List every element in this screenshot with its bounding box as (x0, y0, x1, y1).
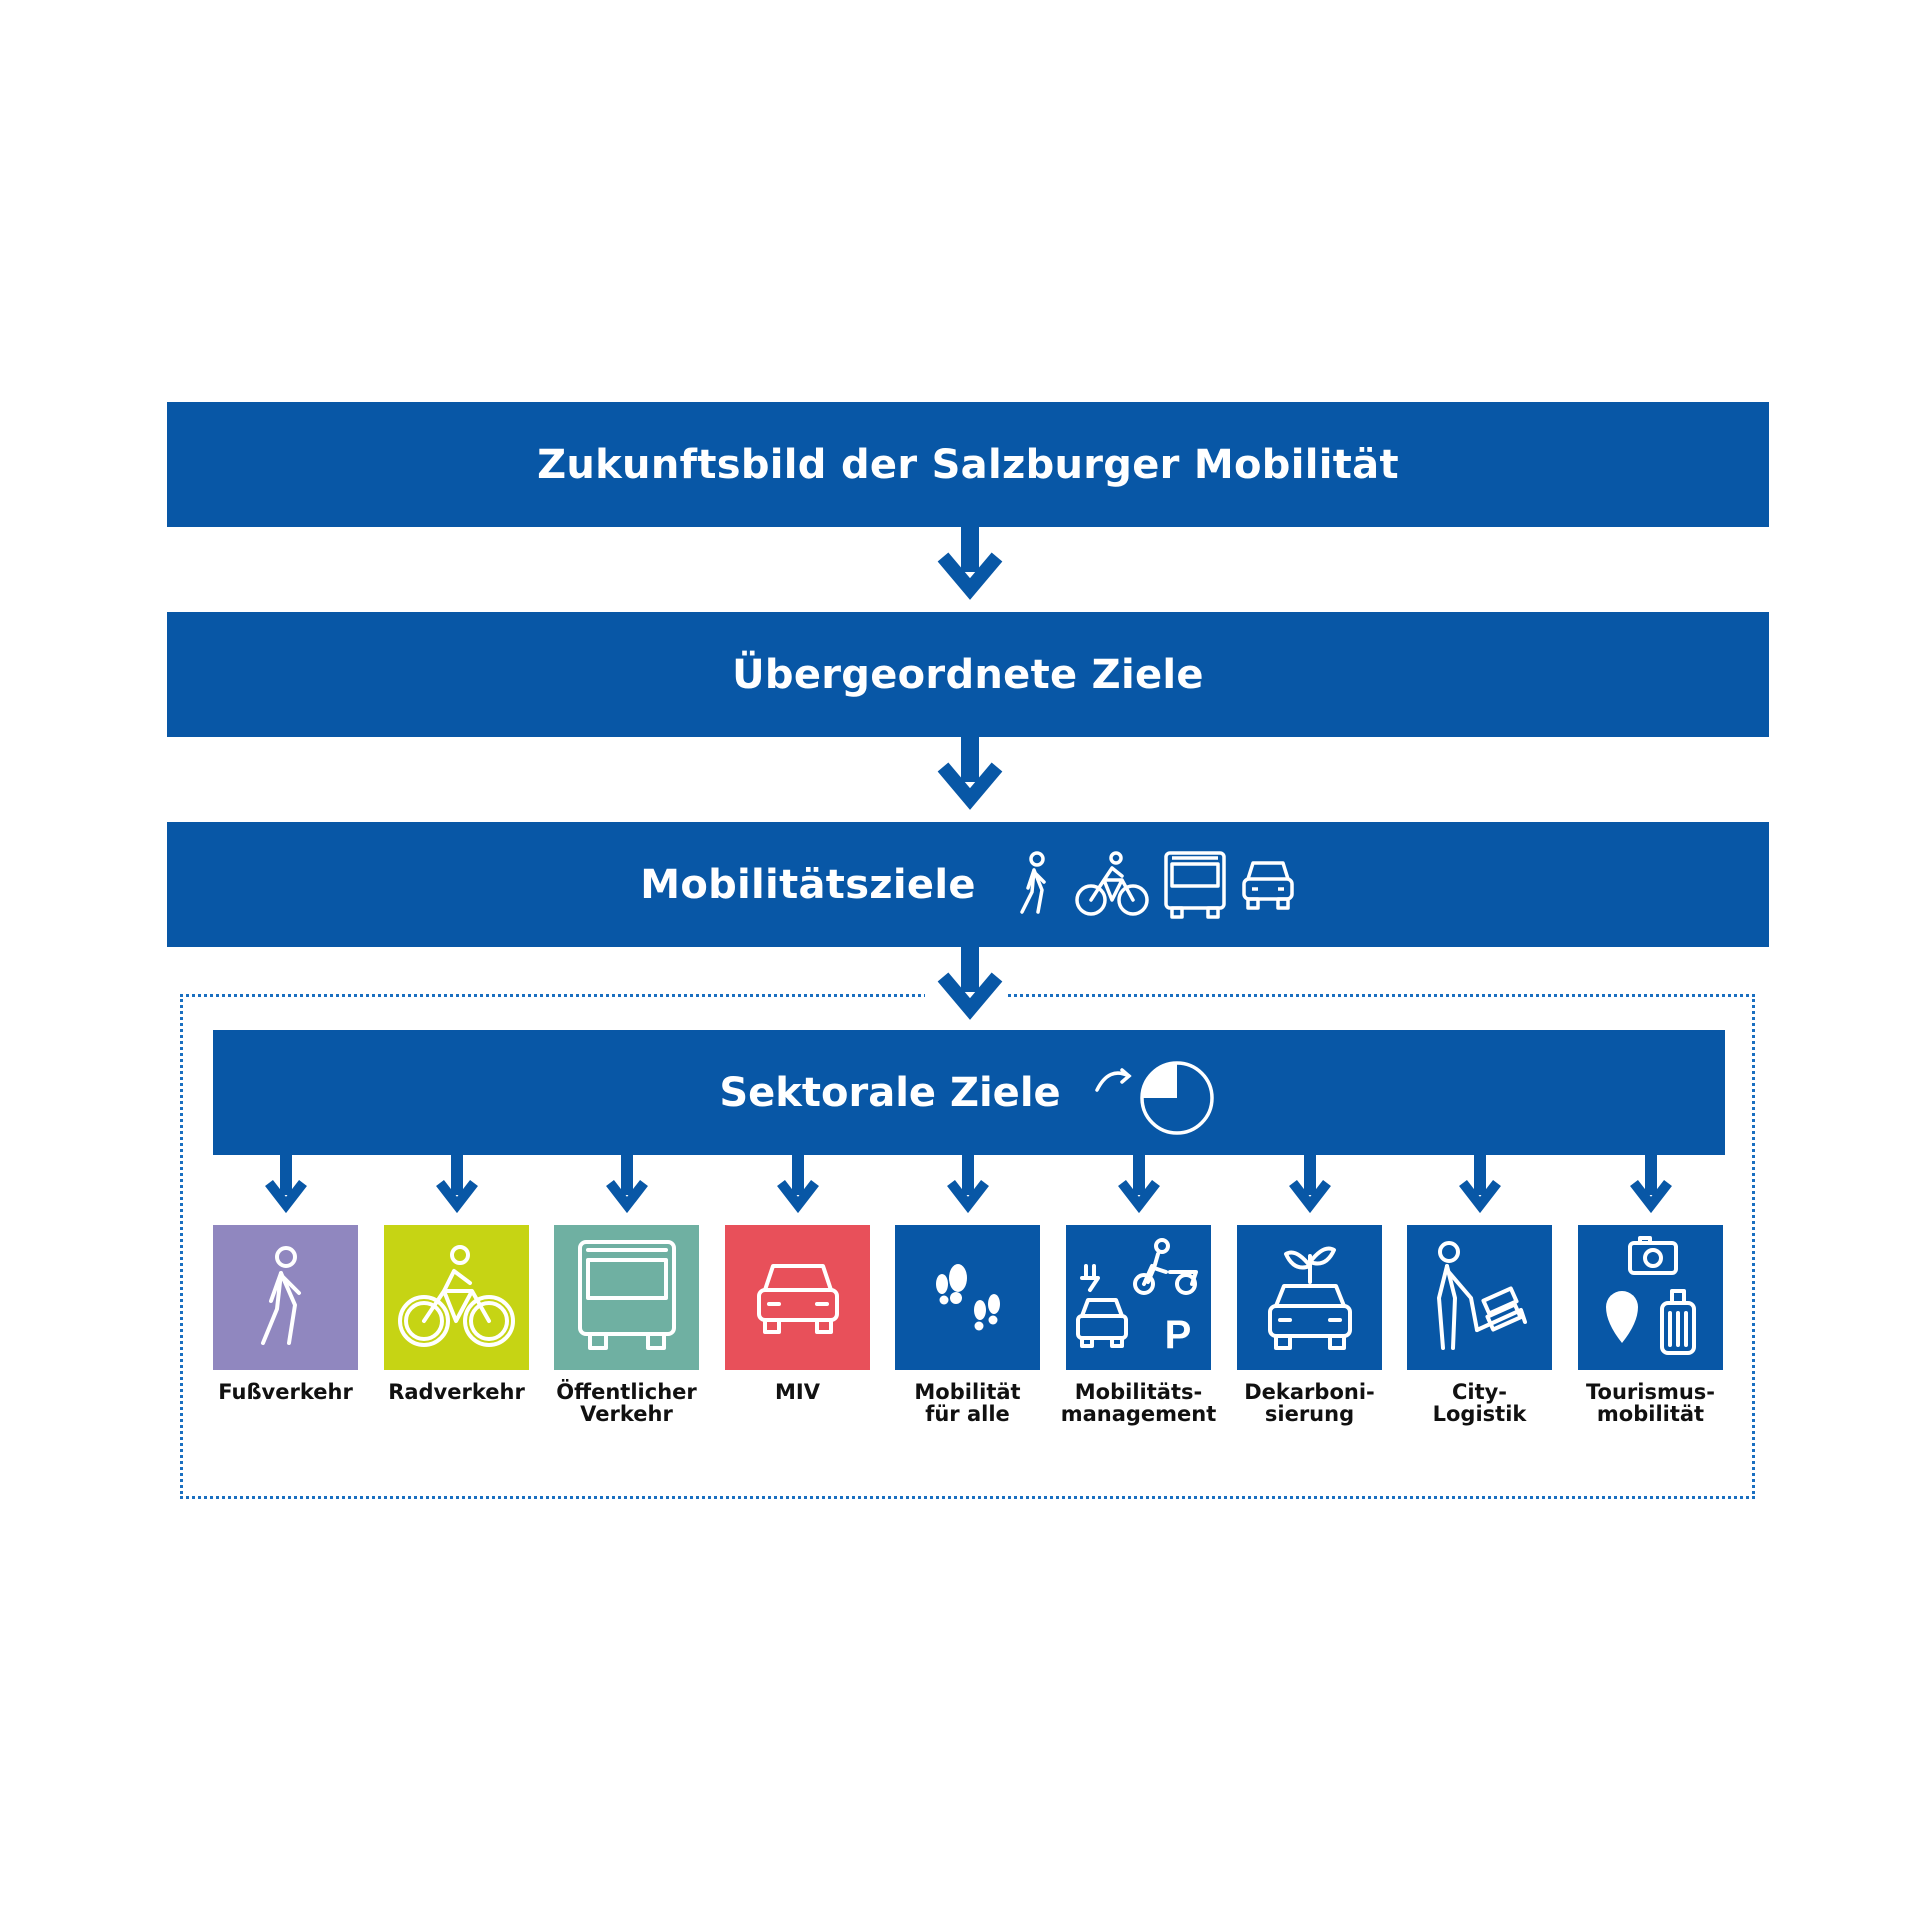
sector-tile (213, 1225, 358, 1370)
sector-label: Fußverkehr (218, 1380, 353, 1404)
arrow-down-3 (937, 947, 1003, 1020)
sector-arrow (264, 1155, 307, 1214)
sector-tile (384, 1225, 529, 1370)
bicycle-icon (1075, 850, 1149, 916)
sector-tile (895, 1225, 1040, 1370)
sector-tile (1237, 1225, 1382, 1370)
sector-label: Radverkehr (388, 1380, 525, 1404)
pedestrian-icon (241, 1243, 331, 1353)
vision-label: Zukunftsbild der Salzburger Mobilität (537, 441, 1399, 488)
sector-arrow (1458, 1155, 1501, 1214)
overarching-goals-label: Übergeordnete Ziele (732, 651, 1204, 698)
arrow-down-2 (937, 737, 1003, 810)
sector-tile: P (1066, 1225, 1211, 1370)
sector-arrow (435, 1155, 478, 1214)
mobility-goals-box: Mobilitätsziele (167, 822, 1769, 947)
sector-arrow (1629, 1155, 1672, 1214)
sector-label: Mobilität für alle (914, 1380, 1021, 1426)
svg-text:P: P (1164, 1313, 1191, 1357)
sectoral-goals-box: Sektorale Ziele (213, 1030, 1725, 1155)
sector-arrow (605, 1155, 648, 1214)
sector-tile (725, 1225, 870, 1370)
sectoral-goals-label: Sektorale Ziele (719, 1069, 1061, 1116)
sector-label: Mobilitäts- management (1060, 1380, 1217, 1426)
sector-label: Dekarboni- sierung (1244, 1380, 1375, 1426)
car-icon (1242, 860, 1294, 910)
sector-label: Öffentlicher Verkehr (556, 1380, 697, 1426)
sector-arrow (1117, 1155, 1160, 1214)
bus-icon (1164, 850, 1226, 919)
sector-tile (1407, 1225, 1552, 1370)
sector-arrow (776, 1155, 819, 1214)
vision-box: Zukunftsbild der Salzburger Mobilität (167, 402, 1769, 527)
bus-icon (572, 1238, 682, 1358)
pie-clock-icon (1094, 1060, 1214, 1135)
sector-arrow (946, 1155, 989, 1214)
sector-label: Tourismus- mobilität (1585, 1380, 1715, 1426)
car-sprout-icon (1260, 1238, 1360, 1358)
arrow-down-1 (937, 527, 1003, 600)
mobility-management-icon: P (1074, 1237, 1204, 1358)
sector-tile (554, 1225, 699, 1370)
sector-arrow (1288, 1155, 1331, 1214)
footprints-icon (928, 1258, 1008, 1338)
bicycle-icon (394, 1243, 519, 1353)
pedestrian-icon (1020, 850, 1046, 914)
sector-label: City- Logistik (1432, 1380, 1527, 1426)
sector-label: MIV (775, 1380, 820, 1404)
overarching-goals-box: Übergeordnete Ziele (167, 612, 1769, 737)
mobility-goals-label: Mobilitätsziele (640, 861, 976, 908)
hand-truck-icon (1425, 1238, 1535, 1358)
sector-tile (1578, 1225, 1723, 1370)
tourism-icon (1596, 1233, 1706, 1363)
car-icon (753, 1258, 843, 1338)
